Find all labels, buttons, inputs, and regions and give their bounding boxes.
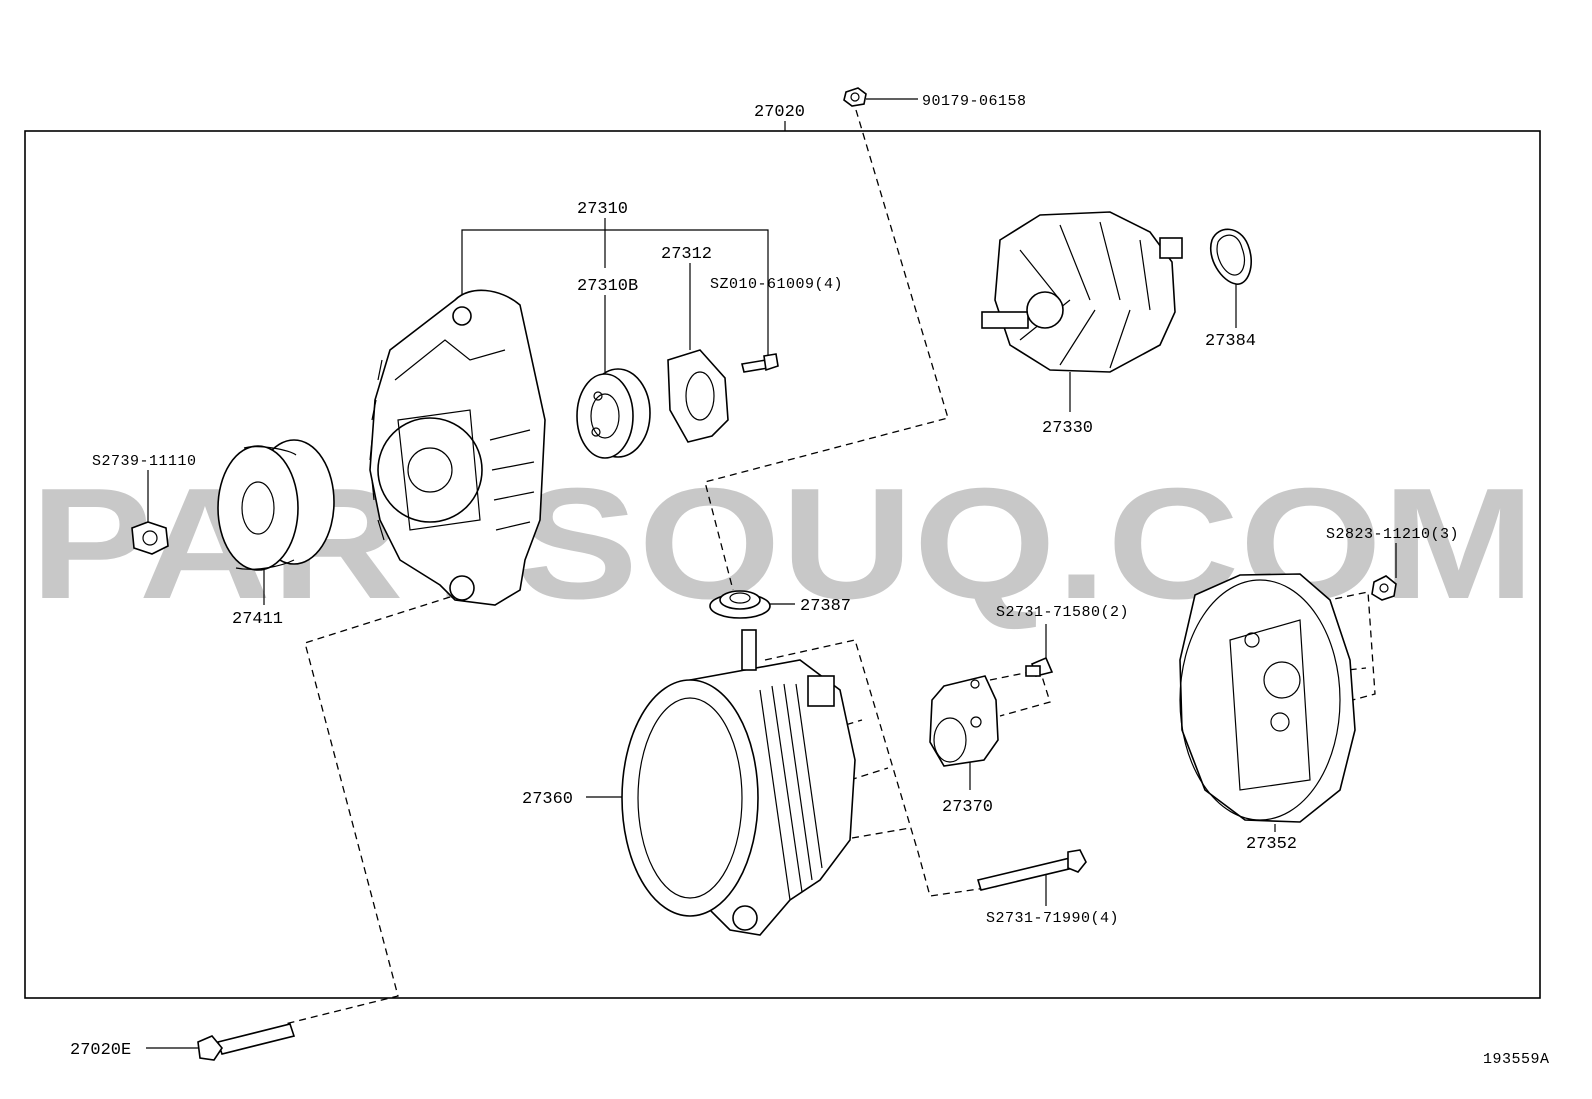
assembly-frame: [24, 130, 1541, 999]
assembly-label: 27020: [754, 103, 805, 122]
part-label-27020e[interactable]: 27020E: [70, 1041, 131, 1060]
screw-drawing-sz010: [741, 353, 779, 373]
part-label-27312[interactable]: 27312: [661, 245, 712, 264]
part-label-27352[interactable]: 27352: [1246, 835, 1297, 854]
relation-lines: [284, 109, 1376, 1025]
nut-drawing-s2823: [1371, 575, 1397, 601]
gasket-drawing: [1209, 228, 1252, 285]
stator-housing-drawing: [621, 629, 856, 936]
part-label-s2731-71990[interactable]: S2731-71990(4): [986, 910, 1119, 927]
part-label-sz010-61009[interactable]: SZ010-61009(4): [710, 276, 843, 293]
retainer-plate-drawing: [667, 349, 729, 443]
through-bolt-drawing: [976, 849, 1087, 891]
part-label-s2731-71580[interactable]: S2731-71580(2): [996, 604, 1129, 621]
bolt-drawing-s2731-71580: [1025, 656, 1054, 677]
part-label-27330[interactable]: 27330: [1042, 419, 1093, 438]
part-label-27310b[interactable]: 27310B: [577, 277, 638, 296]
rear-cover-drawing: [1179, 573, 1356, 823]
part-label-27387[interactable]: 27387: [800, 597, 851, 616]
part-label-90179-06158[interactable]: 90179-06158: [922, 93, 1027, 110]
brush-holder-drawing: [929, 675, 999, 767]
nut-drawing-s2739: [131, 521, 169, 555]
nut-drawing-90179: [843, 87, 867, 107]
pulley-drawing: [217, 439, 335, 571]
part-label-s2739-11110[interactable]: S2739-11110: [92, 453, 197, 470]
part-label-27384[interactable]: 27384: [1205, 332, 1256, 351]
seal-drawing: [709, 590, 771, 619]
part-label-27310[interactable]: 27310: [577, 200, 628, 219]
bearing-drawing: [576, 368, 651, 459]
part-label-27360[interactable]: 27360: [522, 790, 573, 809]
part-label-27370[interactable]: 27370: [942, 798, 993, 817]
part-label-27411[interactable]: 27411: [232, 610, 283, 629]
drive-end-frame-drawing: [369, 289, 546, 606]
bolt-drawing-27020e: [197, 1023, 296, 1061]
part-label-s2823-11210[interactable]: S2823-11210(3): [1326, 526, 1459, 543]
rotor-drawing: [981, 211, 1183, 373]
figure-code: 193559A: [1483, 1051, 1550, 1068]
